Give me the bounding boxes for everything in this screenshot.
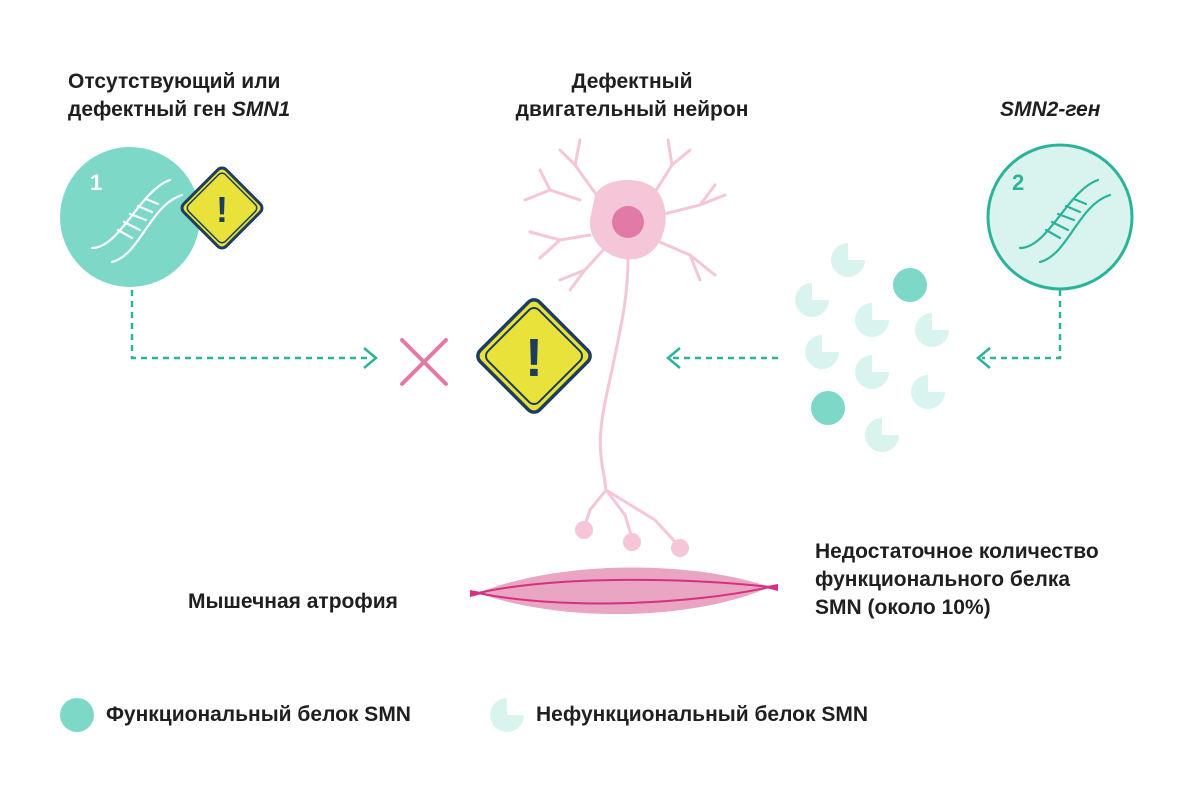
atrophy-label: Мышечная атрофия: [188, 590, 398, 613]
gene1-label-line1: Отсутствующий или: [68, 70, 281, 93]
neuron-label-line1: Дефектный: [571, 70, 693, 93]
dna-icon-2: [1018, 178, 1112, 264]
neuron-label: Дефектный двигательный нейрон: [450, 68, 814, 124]
protein-arrowhead: [666, 347, 681, 369]
gene1-label: Отсутствующий или дефектный ген SMN1: [68, 68, 290, 124]
cross-icon: [400, 338, 448, 386]
gene1-label-prefix: дефектный ген: [68, 98, 232, 121]
shortage-label-line3: SMN (около 10%): [815, 596, 991, 619]
functional-protein: [811, 391, 845, 425]
gene2-number: 2: [1012, 170, 1024, 195]
protein-cluster: [795, 243, 949, 452]
gene2-label: SMN2-ген: [1000, 96, 1100, 124]
dna-icon: [90, 178, 184, 264]
nonfunctional-protein: [915, 313, 949, 347]
gene1-arrow: [130, 290, 372, 360]
neuron-icon: [523, 138, 727, 557]
warning-icon-small: !: [180, 166, 264, 250]
gene1-number: 1: [90, 170, 102, 195]
gene1-arrowhead: [363, 347, 378, 369]
nonfunctional-protein: [831, 243, 865, 277]
nonfunctional-protein: [795, 283, 829, 317]
nonfunctional-protein: [911, 375, 945, 409]
nonfunctional-protein: [865, 418, 899, 452]
warning-symbol-large: !: [525, 328, 543, 388]
functional-protein: [893, 268, 927, 302]
legend-functional-label: Функциональный белок SMN: [106, 703, 411, 726]
warning-icon-large: !: [476, 298, 592, 414]
shortage-label-line1: Недостаточное количество: [815, 540, 1099, 563]
nonfunctional-protein: [855, 355, 889, 389]
neuron-label-line2: двигательный нейрон: [515, 98, 749, 121]
nonfunctional-protein: [805, 335, 839, 369]
gene1-label-line2: дефектный ген SMN1: [68, 96, 290, 124]
muscle-icon: [470, 567, 778, 615]
gene2-arrow: [982, 290, 1062, 360]
legend-nonfunctional-label: Нефункциональный белок SMN: [536, 703, 868, 726]
warning-symbol-small: !: [216, 189, 228, 230]
legend-nonfunctional-icon: [490, 698, 524, 732]
gene1-label-gene: SMN1: [231, 98, 291, 121]
legend-functional-icon: [60, 698, 94, 732]
shortage-label-line2: функционального белка: [815, 568, 1071, 591]
gene1-group: 1 !: [60, 147, 264, 287]
gene2-arrowhead: [976, 347, 991, 369]
nonfunctional-protein: [855, 303, 889, 337]
shortage-label: Недостаточное количество функционального…: [815, 538, 1099, 622]
gene2-label-text: SMN2-ген: [1000, 98, 1101, 121]
gene2-group: 2: [986, 143, 1134, 291]
